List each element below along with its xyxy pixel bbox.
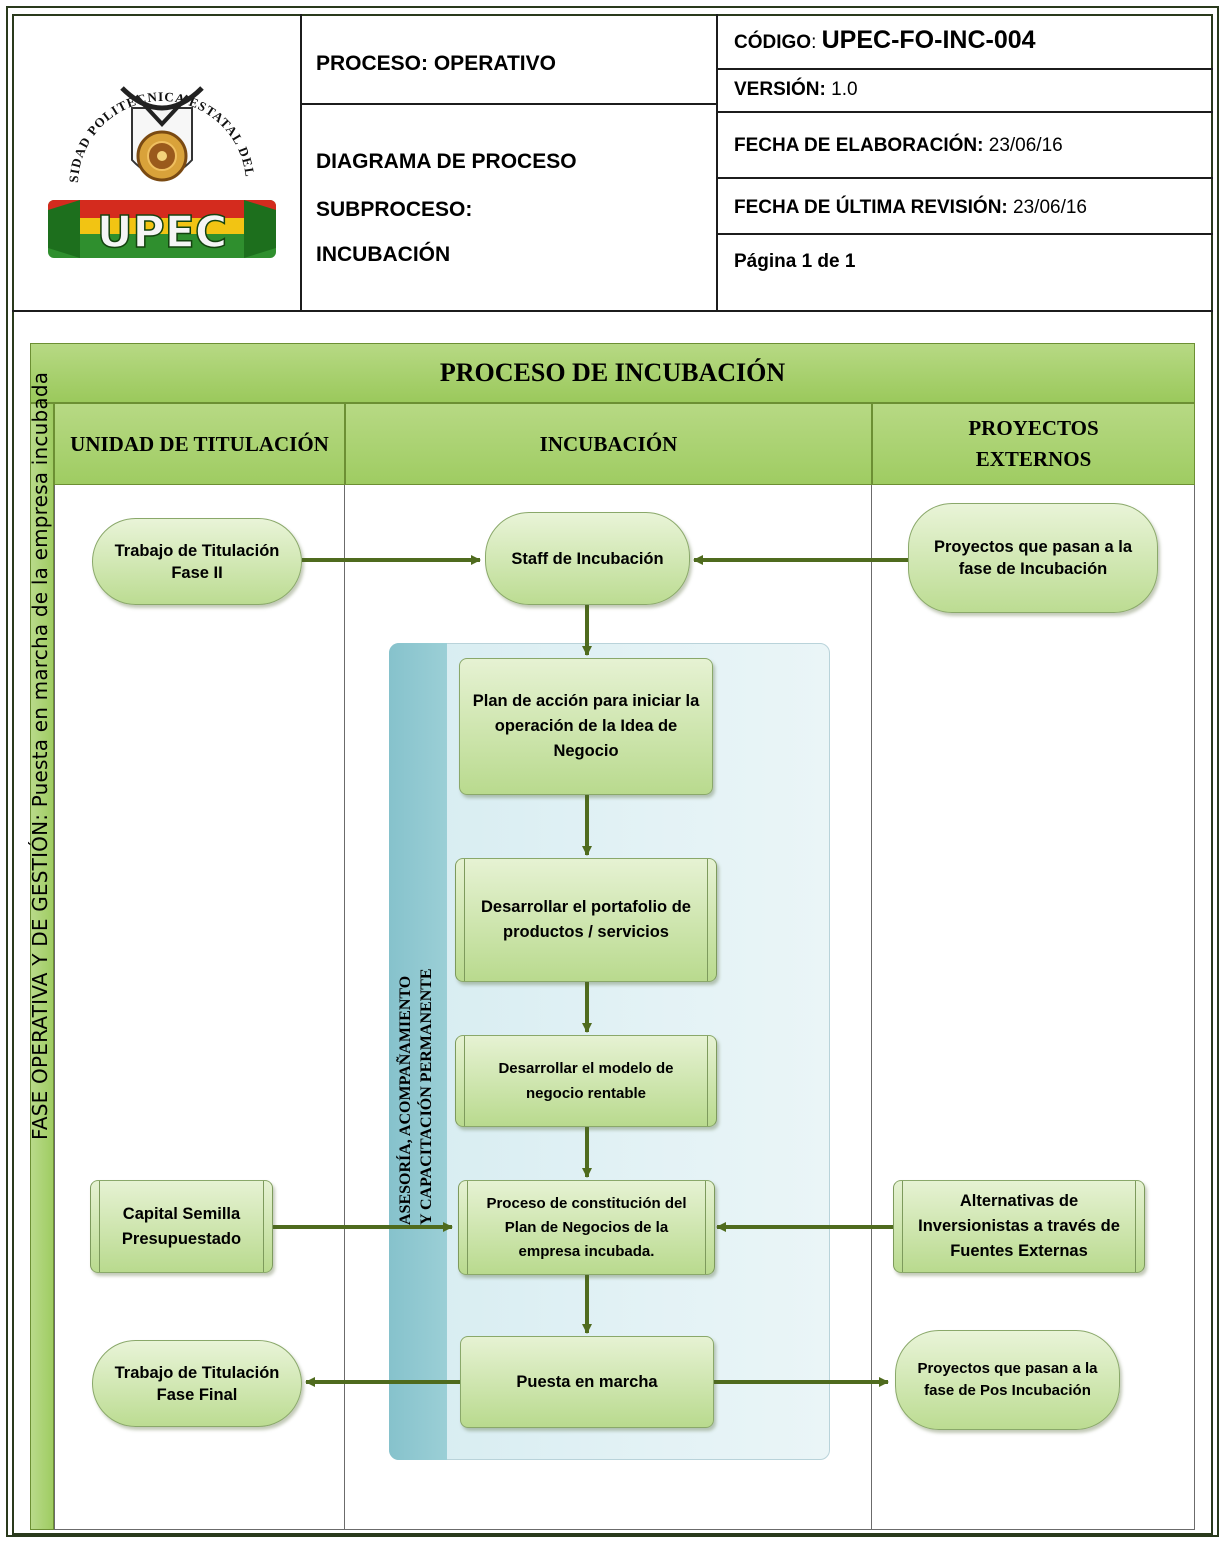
advisory-band <box>389 643 447 1460</box>
code-label: CÓDIGO <box>734 32 812 53</box>
node-puesta-marcha: Puesta en marcha <box>460 1336 714 1428</box>
code-colon: : <box>811 32 817 53</box>
node-titulacion-final: Trabajo de Titulación Fase Final <box>92 1340 302 1427</box>
lane-border-bottom <box>54 1529 1195 1530</box>
diagram-title: PROCESO DE INCUBACIÓN <box>439 358 786 387</box>
code-value: UPEC-FO-INC-004 <box>821 26 1036 54</box>
node-proyectos-incubacion: Proyectos que pasan a la fase de Incubac… <box>908 503 1158 613</box>
header-bottom-rule <box>12 310 1213 312</box>
lane-border-left <box>54 485 55 1530</box>
header-divider-2 <box>716 14 718 312</box>
lane-border-right <box>1194 485 1195 1530</box>
outer-frame <box>6 6 1219 1537</box>
logo-acronym: UPEC <box>97 207 227 258</box>
code-row: CÓDIGO: UPEC-FO-INC-004 <box>734 26 1036 55</box>
node-inversionistas: Alternativas de Inversionistas a través … <box>893 1180 1145 1273</box>
upec-logo: UNIVERSIDAD POLITECNICA ESTATAL DEL CARC… <box>34 48 280 270</box>
lane-border-2 <box>871 485 872 1530</box>
phase-side-bar <box>30 403 54 1530</box>
lane-header-incubacion: INCUBACIÓN <box>345 403 872 485</box>
lane-border-1 <box>344 485 345 1530</box>
lane-header-titulacion: UNIDAD DE TITULACIÓN <box>54 403 345 485</box>
header-divider-1 <box>300 14 302 312</box>
node-plan-accion: Plan de acción para iniciar la operación… <box>459 658 713 795</box>
diagram-title-banner: PROCESO DE INCUBACIÓN <box>30 343 1195 403</box>
created-row: FECHA DE ELABORACIÓN: 23/06/16 <box>734 135 1063 157</box>
node-portafolio: Desarrollar el portafolio de productos /… <box>455 858 717 982</box>
revised-value: 23/06/16 <box>1013 197 1087 218</box>
logo-graphic: UNIVERSIDAD POLITECNICA ESTATAL DEL CARC… <box>34 48 276 259</box>
node-staff-incubacion: Staff de Incubación <box>485 512 690 605</box>
revised-row: FECHA DE ÚLTIMA REVISIÓN: 23/06/16 <box>734 197 1087 219</box>
header-rule-d <box>716 233 1213 235</box>
version-row: VERSIÓN: 1.0 <box>734 79 858 101</box>
node-capital-semilla: Capital Semilla Presupuestado <box>90 1180 273 1273</box>
node-pos-incubacion: Proyectos que pasan a la fase de Pos Inc… <box>895 1330 1120 1430</box>
node-titulacion-fase2: Trabajo de Titulación Fase II <box>92 518 302 605</box>
version-value: 1.0 <box>831 79 858 100</box>
created-label: FECHA DE ELABORACIÓN: <box>734 135 984 156</box>
diagram-title-line-2: SUBPROCESO: <box>316 198 473 221</box>
process-label: PROCESO: OPERATIVO <box>316 52 556 75</box>
node-modelo: Desarrollar el modelo de negocio rentabl… <box>455 1035 717 1127</box>
header-rule-a <box>716 68 1213 70</box>
version-label: VERSIÓN: <box>734 79 826 100</box>
header-rule-c <box>716 177 1213 179</box>
diagram-title-line-1: DIAGRAMA DE PROCESO <box>316 150 577 173</box>
revised-label: FECHA DE ÚLTIMA REVISIÓN: <box>734 197 1008 218</box>
page-number: Página 1 de 1 <box>734 251 856 272</box>
node-constitucion: Proceso de constitución del Plan de Nego… <box>458 1180 715 1275</box>
created-value: 23/06/16 <box>988 135 1063 156</box>
header-rule-b <box>716 111 1213 113</box>
lane-header-externos: PROYECTOS EXTERNOS <box>872 403 1195 485</box>
inner-frame <box>12 14 1213 1535</box>
diagram-title-line-3: INCUBACIÓN <box>316 243 451 266</box>
header-mid-rule <box>300 103 718 105</box>
